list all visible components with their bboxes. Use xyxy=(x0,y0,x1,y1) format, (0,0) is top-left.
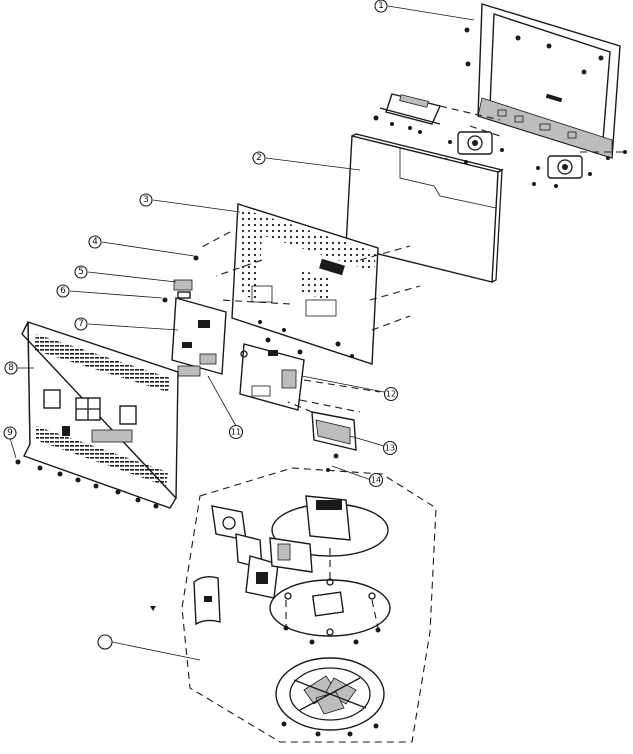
callout-13-label: 13 xyxy=(385,444,395,453)
callout-2: 2 xyxy=(252,151,266,165)
callout-11: 11 xyxy=(228,424,244,440)
callout-stand xyxy=(97,634,113,650)
callout-12: 12 xyxy=(383,386,399,402)
rear-screws xyxy=(15,459,159,509)
rear-cover xyxy=(21,321,179,509)
callout-6: 6 xyxy=(56,284,70,298)
callout-5: 5 xyxy=(74,265,88,279)
main-board xyxy=(171,297,227,377)
callout-9: 9 xyxy=(3,426,17,440)
callout-14: 14 xyxy=(368,472,384,488)
lcd-panel xyxy=(345,133,504,283)
front-bezel xyxy=(464,3,621,159)
callout-4-label: 4 xyxy=(92,237,98,247)
callout-14-label: 14 xyxy=(371,476,381,485)
callout-1-label: 1 xyxy=(378,1,384,11)
power-board xyxy=(239,343,381,413)
callout-9-label: 9 xyxy=(7,428,13,438)
callout-8: 8 xyxy=(4,361,18,375)
callout-7: 7 xyxy=(74,317,88,331)
stand-assembly xyxy=(181,467,437,743)
hinge-bracket xyxy=(287,401,357,472)
speaker-brackets xyxy=(373,93,627,188)
callout-3: 3 xyxy=(139,193,153,207)
leader-lines xyxy=(9,5,475,661)
callout-11-label: 11 xyxy=(231,428,241,437)
callout-2-label: 2 xyxy=(256,153,262,163)
callout-4: 4 xyxy=(88,235,102,249)
callout-12-label: 12 xyxy=(386,390,396,399)
callout-8-label: 8 xyxy=(8,363,14,373)
small-bracket xyxy=(162,255,199,303)
callout-13: 13 xyxy=(382,440,398,456)
callout-5-label: 5 xyxy=(78,267,84,277)
metal-chassis xyxy=(199,203,421,365)
stray-mark xyxy=(150,606,156,611)
callout-7-label: 7 xyxy=(78,319,84,329)
callout-6-label: 6 xyxy=(60,286,66,296)
callout-1: 1 xyxy=(374,0,388,13)
callout-3-label: 3 xyxy=(143,195,149,205)
